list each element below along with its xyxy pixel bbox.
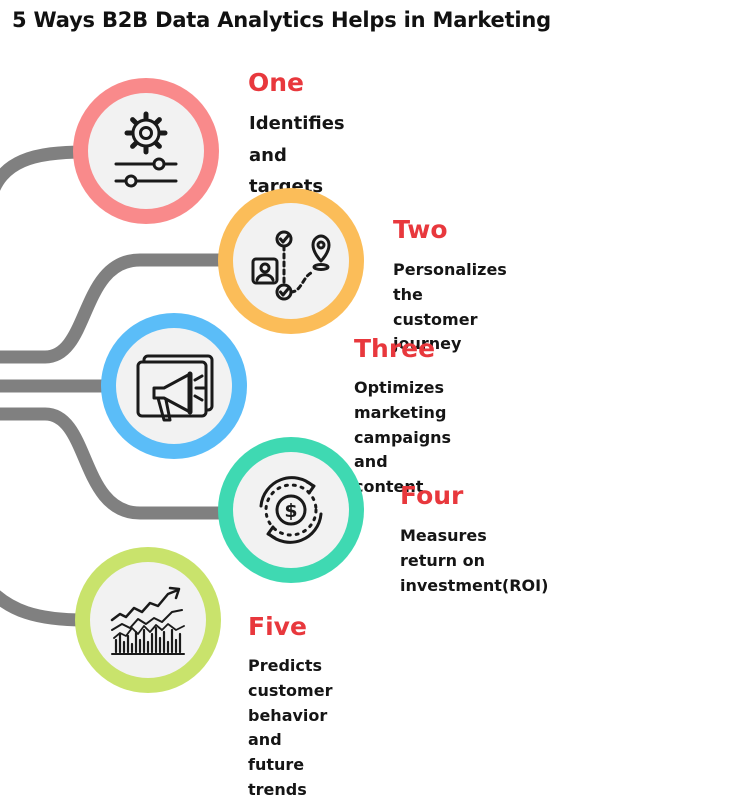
step-two-description: Personalizes the customer journey [393,258,507,357]
step-two-label: Two [393,215,448,244]
step-one-label: One [248,68,305,97]
connector-lines [0,145,230,627]
step-four-description: Measures return on investment(ROI) [400,524,548,598]
step-three-description: Optimizes marketing campaigns and conten… [354,376,451,500]
dollar-cycle-icon: $ [259,476,323,544]
trend-chart-icon [110,586,185,655]
step-five-text-line1: Predicts customer behavior and [248,656,333,750]
connector-one [0,145,86,192]
step-three-text-line1: Optimizes marketing campaigns [354,378,452,447]
page-title: 5 Ways B2B Data Analytics Helps in Marke… [12,8,551,32]
connector-two [0,253,230,364]
step-three-text-line2: and content [354,452,424,497]
megaphone-icon [136,354,214,422]
step-five-text-line2: future trends [248,755,307,799]
step-three-label: Three [354,334,436,363]
step-five-circle [75,547,221,693]
connector-five [0,590,86,627]
step-three-circle [101,313,247,459]
step-four-circle: $ [218,437,364,583]
step-two-text-line1: Personalizes the customer journey [393,260,507,354]
journey-map-icon [251,230,331,301]
settings-sliders-icon [114,111,178,188]
step-four-label: Four [400,481,464,510]
step-five-description: Predicts customer behavior and future tr… [248,654,332,803]
connector-four [0,407,230,520]
step-five-label: Five [248,612,307,641]
step-one-circle [73,78,219,224]
step-two-circle [218,188,364,334]
svg-text:$: $ [284,500,297,522]
step-four-text-line1: Measures return on investment(ROI) [400,526,549,595]
